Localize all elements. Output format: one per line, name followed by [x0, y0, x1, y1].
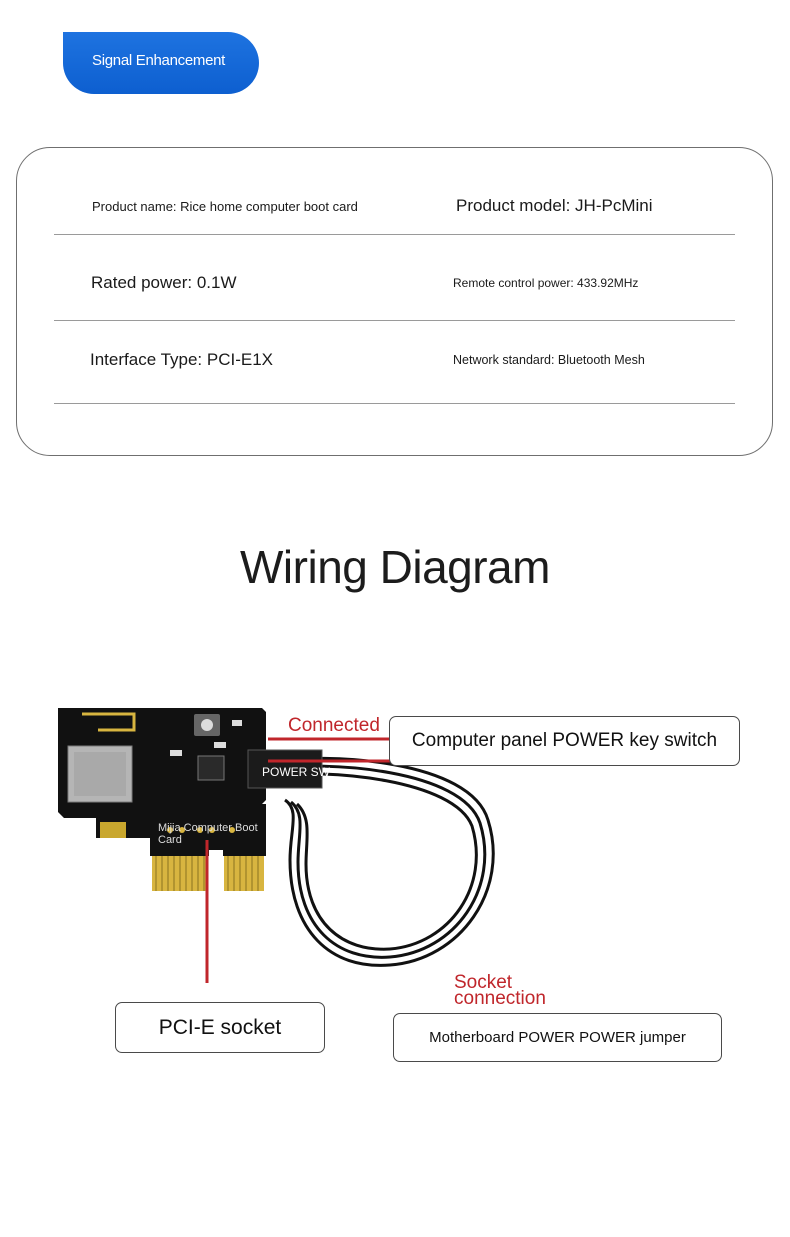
rated-power: Rated power: 0.1W — [91, 273, 237, 292]
motherboard-jumper-box: Motherboard POWER POWER jumper — [393, 1013, 722, 1062]
panel-power-switch-label: Computer panel POWER key switch — [411, 730, 718, 751]
wiring-diagram-title: Wiring Diagram — [240, 541, 550, 593]
pcie-socket-box: PCI-E socket — [115, 1002, 325, 1053]
motherboard-jumper-label: Motherboard POWER POWER jumper — [429, 1029, 686, 1046]
remote-control-power: Remote control power: 433.92MHz — [453, 276, 639, 290]
product-model: Product model: JH-PcMini — [456, 196, 653, 215]
badge-label: Signal Enhancement — [92, 51, 226, 69]
power-sw-label: POWER SW — [262, 765, 330, 779]
socket-label: Socket — [454, 972, 513, 993]
wiring-diagram: POWER SW Mijia Computer Boot Card Connec… — [0, 690, 790, 1110]
power-sw-connector — [247, 749, 323, 789]
antenna-trace — [82, 712, 136, 732]
board-label: Mijia Computer Boot Card — [158, 822, 258, 846]
spec-table: Product name: Rice home computer boot ca… — [16, 147, 773, 456]
connection-label: connection — [454, 988, 546, 1009]
pcb-board — [58, 708, 266, 838]
row-divider — [54, 320, 735, 321]
interface-type: Interface Type: PCI-E1X — [90, 350, 273, 369]
spec-row-2: Rated power: 0.1W Remote control power: … — [54, 235, 735, 321]
pcie-socket-label: PCI-E socket — [158, 1015, 282, 1039]
connected-label: Connected — [288, 715, 380, 736]
boot-card-illustration — [58, 708, 495, 983]
spec-row-1: Product name: Rice home computer boot ca… — [54, 148, 735, 235]
panel-power-switch-box: Computer panel POWER key switch — [389, 716, 740, 766]
row-divider — [54, 234, 735, 235]
spec-row-3: Interface Type: PCI-E1X Network standard… — [54, 321, 735, 404]
network-standard: Network standard: Bluetooth Mesh — [453, 353, 645, 367]
row-divider — [54, 403, 735, 404]
product-name: Product name: Rice home computer boot ca… — [92, 199, 358, 214]
signal-enhancement-badge: Signal Enhancement — [63, 32, 259, 94]
cable — [264, 756, 495, 967]
